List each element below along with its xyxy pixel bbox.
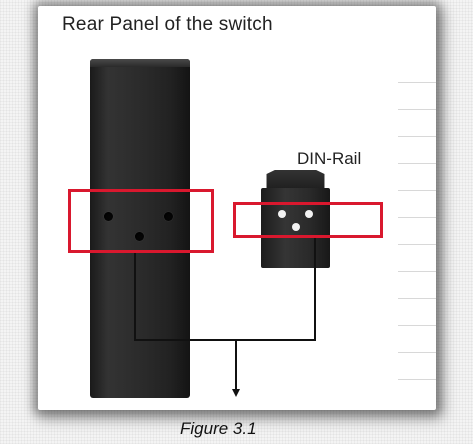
din-rail-hole-left <box>278 210 286 218</box>
din-rail-holes-highlight-box <box>233 202 383 238</box>
din-rail-clip <box>266 170 325 190</box>
switch-rear-panel <box>90 59 190 398</box>
din-rail-bracket <box>261 170 330 268</box>
din-rail-label: DIN-Rail <box>297 149 362 168</box>
din-rail-hole-right <box>305 210 313 218</box>
din-rail-hole-bottom <box>292 223 300 231</box>
down-arrow-icon <box>232 389 240 397</box>
figure-card: Rear Panel of the switch DIN-Rail <box>38 6 436 410</box>
panel-mounting-hole-bottom <box>135 232 144 241</box>
panel-mounting-hole-left <box>104 212 113 221</box>
connector-line-down <box>235 340 237 390</box>
connector-line-horizontal <box>134 339 316 341</box>
figure-title: Rear Panel of the switch <box>62 14 273 35</box>
switch-rear-panel-top-edge <box>90 59 190 67</box>
panel-mounting-hole-right <box>164 212 173 221</box>
background-grid-lines <box>398 56 436 386</box>
figure-caption: Figure 3.1 <box>180 419 257 438</box>
panel-holes-highlight-box <box>68 189 214 253</box>
connector-line-left-vertical <box>134 253 136 340</box>
connector-line-right-vertical <box>314 238 316 340</box>
